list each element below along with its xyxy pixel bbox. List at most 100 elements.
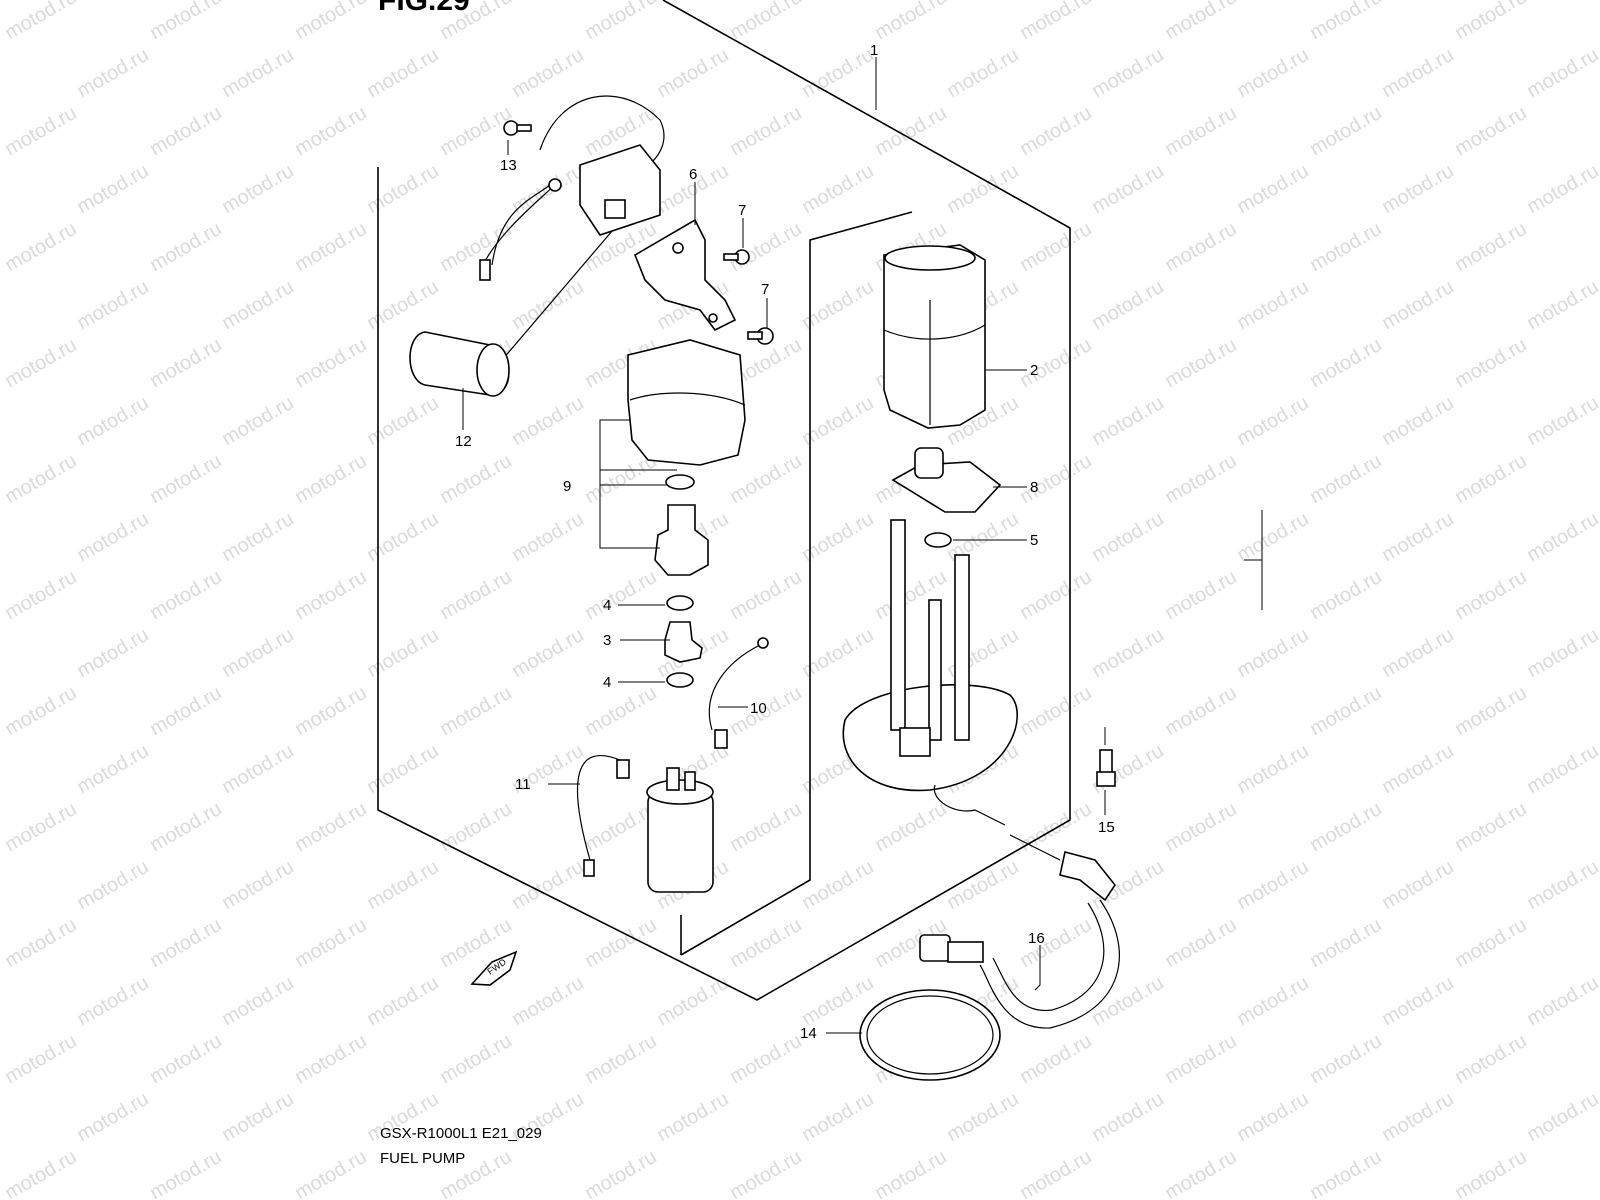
- watermark-text: motod.ru: [146, 218, 225, 277]
- watermark-text: motod.ru: [653, 972, 732, 1031]
- watermark-text: motod.ru: [1233, 44, 1312, 103]
- watermark-text: motod.ru: [798, 1088, 877, 1147]
- watermark-text: motod.ru: [146, 566, 225, 625]
- watermark-text: motod.ru: [1378, 740, 1457, 799]
- watermark-text: motod.ru: [436, 102, 515, 161]
- watermark-text: motod.ru: [1378, 276, 1457, 335]
- watermark-text: motod.ru: [1161, 1030, 1240, 1089]
- watermark-text: motod.ru: [218, 1088, 297, 1147]
- watermark-text: motod.ru: [508, 856, 587, 915]
- watermark-text: motod.ru: [1451, 334, 1530, 393]
- watermark-text: motod.ru: [1, 682, 80, 741]
- watermark-text: motod.ru: [1161, 798, 1240, 857]
- watermark-text: motod.ru: [146, 450, 225, 509]
- watermark-text: motod.ru: [1596, 450, 1600, 509]
- part-15-bolt: [1096, 749, 1116, 787]
- watermark-text: motod.ru: [363, 44, 442, 103]
- watermark-text: motod.ru: [1233, 276, 1312, 335]
- watermark-text: motod.ru: [363, 392, 442, 451]
- watermark-text: motod.ru: [436, 682, 515, 741]
- watermark-text: motod.ru: [726, 566, 805, 625]
- watermark-text: motod.ru: [73, 160, 152, 219]
- callout-3: 3: [603, 632, 611, 649]
- watermark-text: motod.ru: [1306, 218, 1385, 277]
- watermark-text: motod.ru: [146, 334, 225, 393]
- watermark-text: motod.ru: [436, 1030, 515, 1089]
- watermark-text: motod.ru: [73, 972, 152, 1031]
- part-callouts: 1 2 3 4 4 5 6 7 7 8 9 10 11 12 13 14 15 …: [455, 42, 1115, 1042]
- watermark-text: motod.ru: [1451, 914, 1530, 973]
- watermark-text: motod.ru: [798, 44, 877, 103]
- watermark-text: motod.ru: [146, 914, 225, 973]
- watermark-text: motod.ru: [1161, 566, 1240, 625]
- watermark-text: motod.ru: [291, 334, 370, 393]
- watermark-text: motod.ru: [1233, 392, 1312, 451]
- watermark-text: motod.ru: [1596, 334, 1600, 393]
- watermark-text: motod.ru: [73, 508, 152, 567]
- watermark-text: motod.ru: [363, 740, 442, 799]
- watermark-text: motod.ru: [1378, 160, 1457, 219]
- watermark-text: motod.ru: [1596, 682, 1600, 741]
- watermark-text: motod.ru: [1378, 508, 1457, 567]
- watermark-text: motod.ru: [1378, 856, 1457, 915]
- callout-16: 16: [1028, 930, 1045, 947]
- watermark-text: motod.ru: [1378, 44, 1457, 103]
- watermark-text: motod.ru: [1, 450, 80, 509]
- watermark-text: motod.ru: [291, 0, 370, 44]
- watermark-text: motod.ru: [291, 1030, 370, 1089]
- watermark-text: motod.ru: [726, 798, 805, 857]
- watermark-text: motod.ru: [1016, 1030, 1095, 1089]
- watermark-text: motod.ru: [1596, 1030, 1600, 1089]
- watermark-text: motod.ru: [1016, 566, 1095, 625]
- watermark-text: motod.ru: [1451, 1030, 1530, 1089]
- watermark-text: motod.ru: [508, 624, 587, 683]
- watermark-text: motod.ru: [1306, 102, 1385, 161]
- watermark-text: motod.ru: [1378, 1088, 1457, 1147]
- watermark-text: motod.ru: [1161, 682, 1240, 741]
- watermark-text: motod.ru: [871, 0, 950, 44]
- part-2-pump-case: [883, 244, 986, 429]
- callout-1: 1: [870, 42, 878, 59]
- part-7-screw-upper: [723, 249, 750, 265]
- watermark-text: motod.ru: [1, 218, 80, 277]
- part-11-lead-wire: [576, 754, 630, 877]
- watermark-text: motod.ru: [1, 566, 80, 625]
- watermark-text: motod.ru: [653, 44, 732, 103]
- part-4-o-ring-upper: [666, 595, 694, 611]
- watermark-text: motod.ru: [1088, 44, 1167, 103]
- assembly-title: FUEL PUMP: [380, 1150, 465, 1167]
- watermark-text: motod.ru: [1016, 334, 1095, 393]
- watermark-text: motod.ru: [1161, 334, 1240, 393]
- callout-8: 8: [1030, 479, 1038, 496]
- watermark-text: motod.ru: [1306, 334, 1385, 393]
- watermark-text: motod.ru: [218, 508, 297, 567]
- watermark-text: motod.ru: [1523, 1088, 1600, 1147]
- watermark-text: motod.ru: [1596, 914, 1600, 973]
- watermark-text: motod.ru: [73, 856, 152, 915]
- watermark-text: motod.ru: [726, 1146, 805, 1200]
- watermark-text: motod.ru: [436, 450, 515, 509]
- watermark-text: motod.ru: [1016, 1146, 1095, 1200]
- watermark-text: motod.ru: [1451, 450, 1530, 509]
- watermark-text: motod.ru: [1523, 276, 1600, 335]
- watermark-text: motod.ru: [1016, 102, 1095, 161]
- watermark-text: motod.ru: [1016, 218, 1095, 277]
- watermark-text: motod.ru: [871, 798, 950, 857]
- pump-base-plate-assembly: [842, 519, 1018, 826]
- watermark-text: motod.ru: [798, 160, 877, 219]
- part-5-o-ring: [924, 532, 952, 548]
- callout-6: 6: [689, 166, 697, 183]
- watermark-text: motod.ru: [1306, 450, 1385, 509]
- watermark-text: motod.ru: [218, 44, 297, 103]
- fwd-direction-arrow: FWD: [470, 950, 518, 986]
- watermark-text: motod.ru: [1088, 160, 1167, 219]
- fuel-pump-motor: [646, 767, 714, 893]
- watermark-text: motod.ru: [218, 856, 297, 915]
- watermark-text: motod.ru: [1596, 566, 1600, 625]
- part-8-fuel-filter: [891, 447, 1002, 513]
- watermark-text: motod.ru: [363, 624, 442, 683]
- watermark-text: motod.ru: [508, 160, 587, 219]
- part-9-pressure-regulator-housing: [627, 339, 746, 576]
- watermark-text: motod.ru: [146, 682, 225, 741]
